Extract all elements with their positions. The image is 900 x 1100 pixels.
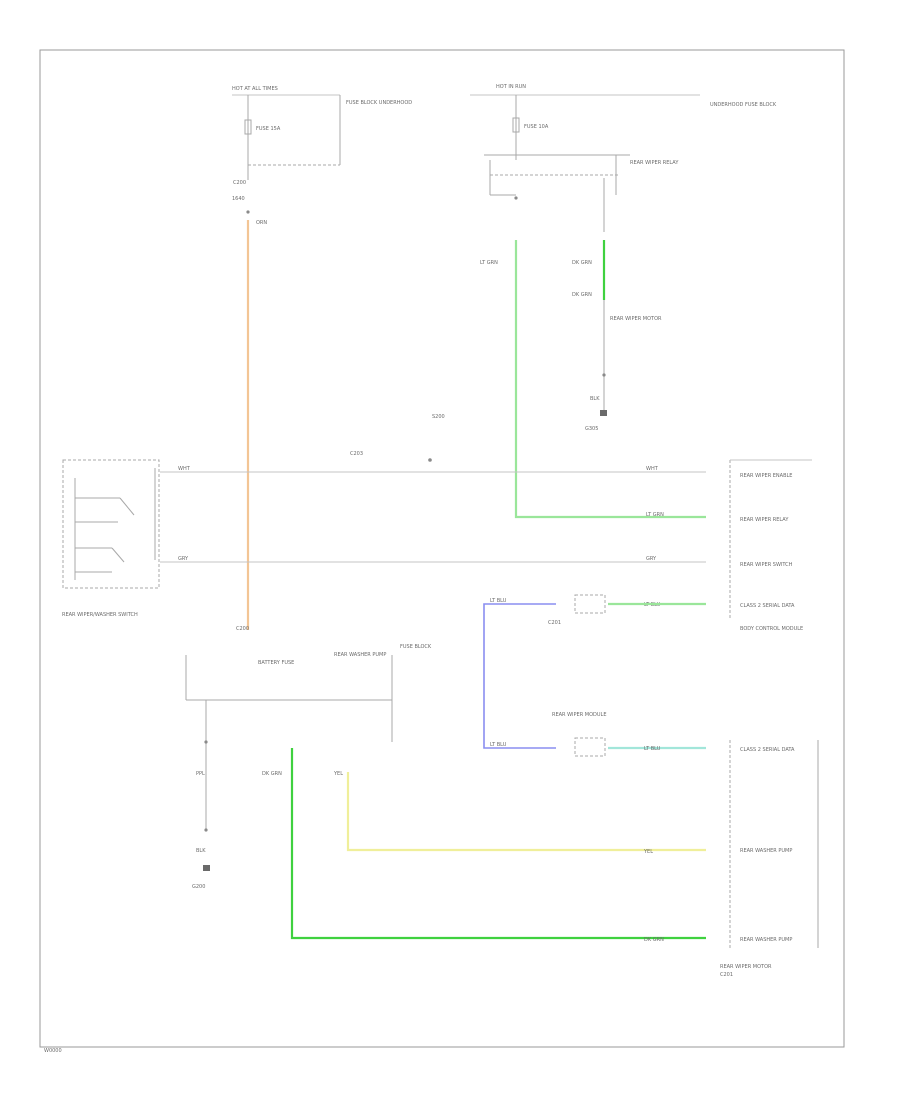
wire-row6-right: YEL (643, 849, 653, 855)
pin-row2: REAR WIPER RELAY (740, 517, 789, 523)
washer-module-label: REAR WASHER PUMP (334, 652, 386, 658)
connector-top-label: C200 (233, 180, 246, 186)
wire-dkgrn-bottom-label: DK GRN (262, 771, 282, 777)
hot-label-left: HOT AT ALL TIMES (232, 86, 278, 92)
fuse-left-label: FUSE 15A (256, 126, 281, 132)
module-top-label: REAR WIPER MOTOR (720, 964, 772, 970)
relay-label: REAR WIPER RELAY (630, 160, 679, 166)
splice-label: S200 (432, 414, 445, 420)
relay-block-label: UNDERHOOD FUSE BLOCK (710, 102, 777, 108)
wire-row1-right: WHT (646, 466, 659, 472)
pin-row3: REAR WIPER SWITCH (740, 562, 793, 568)
page-code: W0000 (44, 1048, 62, 1054)
wire-blue-label-top: LT BLU (490, 598, 507, 604)
wire-ppl-label: PPL (196, 771, 205, 777)
wire-blk-label: BLK (590, 396, 600, 402)
ground-left-icon (203, 865, 210, 871)
connector-c201-label: C201 (548, 620, 561, 626)
connector-c200-label: C200 (236, 626, 249, 632)
hot-label-right: HOT IN RUN (496, 84, 526, 90)
wire-ltgrn-label: LT GRN (480, 260, 498, 266)
ground-right-icon (600, 410, 607, 416)
diagram-frame (39, 49, 845, 1048)
wire-row5-right: LT BLU (644, 746, 661, 752)
fuse-block-top-left: HOT AT ALL TIMES FUSE BLOCK UNDERHOOD FU… (232, 86, 412, 226)
wire-orn-label: ORN (256, 220, 267, 226)
ground-right-label: G305 (585, 426, 598, 432)
wire-yellow (346, 772, 706, 852)
module-connector-label: C201 (720, 972, 733, 978)
battery-block-label: BATTERY FUSE (258, 660, 294, 666)
fuse-block-bottom-label: FUSE BLOCK (400, 644, 432, 650)
wire-row1-left: WHT (178, 466, 191, 472)
wire-num-left: 1640 (232, 196, 245, 202)
wire-yel-bottom-label: YEL (333, 771, 343, 777)
switch-label: REAR WIPER/WASHER SWITCH (62, 612, 138, 618)
wire-dkgrn-2: DK GRN (572, 292, 592, 298)
motor-label: REAR WIPER MOTOR (610, 316, 662, 322)
wire-row2-right: LT GRN (646, 512, 664, 518)
module-label: REAR WIPER MODULE (552, 712, 606, 718)
wire-light-green (514, 240, 706, 519)
pin-row4: CLASS 2 SERIAL DATA (740, 603, 795, 609)
wire-row7-right: DK GRN (644, 937, 664, 943)
fuse-right-label: FUSE 10A (524, 124, 549, 130)
wire-blue (483, 603, 556, 749)
wire-dark-green-bottom (290, 748, 706, 940)
ground-left-label: G200 (192, 884, 205, 890)
wire-blue-label-bottom: LT BLU (490, 742, 507, 748)
pin-row1: REAR WIPER ENABLE (740, 473, 792, 479)
fuse-block-label: FUSE BLOCK UNDERHOOD (346, 100, 412, 106)
fuse-block-bottom: BATTERY FUSE FUSE BLOCK C200 PPL BLK G20… (185, 626, 432, 890)
fuse-block-top-right: HOT IN RUN UNDERHOOD FUSE BLOCK FUSE 10A… (470, 84, 777, 432)
rear-wiper-switch: REAR WIPER/WASHER SWITCH (62, 459, 160, 618)
wire-dkgrn-1: DK GRN (572, 260, 592, 266)
body-module-label: BODY CONTROL MODULE (740, 626, 803, 632)
pin-row7: REAR WASHER PUMP (740, 937, 792, 943)
wire-row3-right: GRY (646, 556, 657, 562)
pin-row6: REAR WASHER PUMP (740, 848, 792, 854)
wire-row3-left: GRY (178, 556, 189, 562)
inline-label: C203 (350, 451, 363, 457)
bcm-pins: WHT LT GRN GRY LT BLU REAR WIPER ENABLE … (644, 459, 812, 632)
wire-blk-bottom: BLK (196, 848, 206, 854)
pin-row5: CLASS 2 SERIAL DATA (740, 747, 795, 753)
